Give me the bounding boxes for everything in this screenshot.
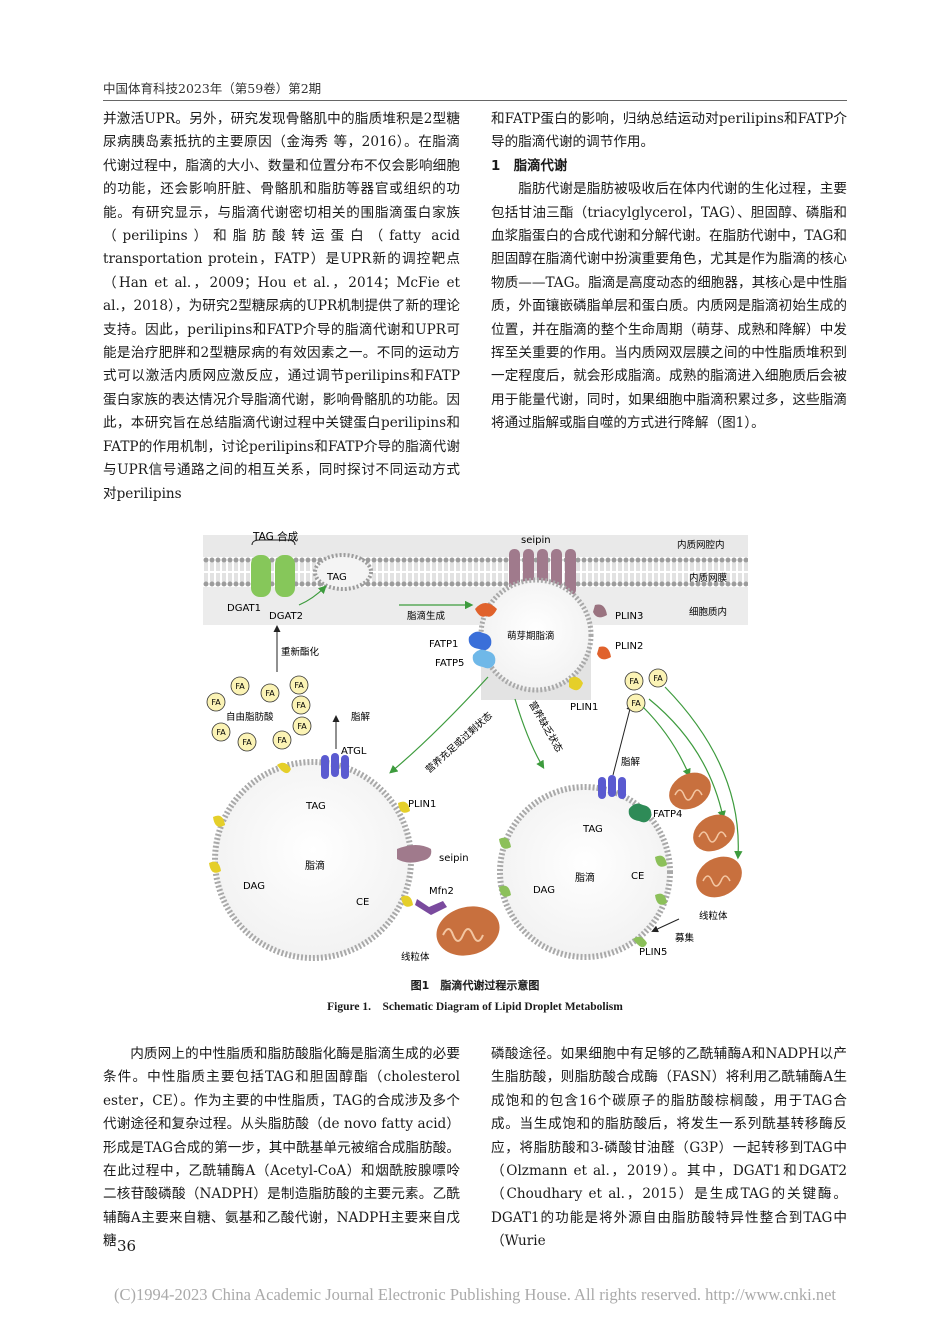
svg-text:Mfn2: Mfn2 — [429, 886, 454, 897]
svg-text:DGAT2: DGAT2 — [269, 611, 303, 622]
svg-text:DGAT1: DGAT1 — [227, 603, 261, 614]
tag-lens — [313, 553, 373, 591]
left-column-top: 并激活UPR。另外，研究发现骨骼肌中的脂质堆积是2型糖尿病胰岛素抵抗的主要原因（… — [103, 108, 460, 506]
fa-label: FA — [294, 681, 304, 690]
header-rule — [103, 100, 847, 101]
svg-text:TAG: TAG — [582, 824, 603, 835]
atgl-icon — [598, 775, 626, 799]
figure-caption-cn: 图1 脂滴代谢过程示意图 — [410, 979, 540, 992]
fa-label: FA — [629, 677, 639, 686]
fatp4-icon — [628, 803, 652, 823]
svg-text:FATP4: FATP4 — [653, 809, 682, 820]
paragraph: 并激活UPR。另外，研究发现骨骼肌中的脂质堆积是2型糖尿病胰岛素抵抗的主要原因（… — [103, 111, 460, 502]
fa-molecule-icon — [206, 675, 312, 752]
er-lumen-region — [203, 535, 748, 557]
mitochondria-icon — [436, 906, 500, 956]
left-column-bottom: 内质网上的中性脂质和脂肪酸脂化酶是脂滴生成的必要条件。中性脂质主要包括TAG和胆… — [103, 1043, 460, 1254]
paragraph-continuation: 和FATP蛋白的影响，归纳总结运动对perilipins和FATP介导的脂滴代谢… — [491, 111, 847, 151]
svg-text:脂滴: 脂滴 — [305, 859, 325, 872]
page-number: 36 — [117, 1237, 137, 1255]
svg-text:FATP5: FATP5 — [435, 658, 464, 669]
svg-text:TAG: TAG — [326, 572, 347, 583]
plin1-icon — [569, 676, 583, 691]
seipin-icon — [397, 845, 432, 863]
fa-label: FA — [297, 722, 307, 731]
plin1-icon — [209, 762, 413, 907]
right-column-bottom: 磷酸途径。如果细胞中有足够的乙酰辅酶A和NADPH以产生脂肪酸，则脂肪酸合成酶（… — [491, 1043, 847, 1254]
lipid-droplet-large — [212, 759, 414, 961]
svg-text:seipin: seipin — [439, 853, 469, 864]
lipid-droplet-figure: TAG TAG 合成 DGAT1 DGAT2 内质网腔内 内质网膜 细胞质内 s… — [203, 530, 748, 963]
svg-text:脂滴生成: 脂滴生成 — [407, 610, 446, 622]
svg-text:内质网膜: 内质网膜 — [689, 572, 728, 584]
fa-label: FA — [265, 689, 275, 698]
svg-text:seipin: seipin — [521, 535, 551, 546]
cytoplasm-band — [203, 587, 748, 625]
svg-text:TAG 合成: TAG 合成 — [252, 530, 299, 543]
svg-text:线粒体: 线粒体 — [699, 910, 728, 922]
plin3-icon — [593, 604, 607, 618]
fa-label: FA — [277, 736, 287, 745]
mitochondria-icon — [669, 772, 742, 898]
svg-text:脂解: 脂解 — [621, 756, 641, 768]
section-heading: 1 脂滴代谢 — [491, 158, 568, 174]
atgl-icon — [321, 753, 349, 779]
fa-label: FA — [235, 682, 245, 691]
fatp5-icon — [472, 649, 496, 669]
dgat-icon — [251, 555, 295, 597]
figure-caption-en: Figure 1. Schematic Diagram of Lipid Dro… — [327, 1001, 623, 1013]
fa-label: FA — [216, 728, 226, 737]
fatp1-icon — [468, 631, 492, 651]
svg-text:内质网腔内: 内质网腔内 — [677, 539, 725, 551]
fa-molecule-icon — [624, 668, 668, 713]
svg-text:FATP1: FATP1 — [429, 639, 458, 650]
svg-text:CE: CE — [631, 871, 644, 882]
svg-text:PLIN2: PLIN2 — [615, 641, 643, 652]
fa-label: FA — [631, 699, 641, 708]
copyright-footer: (C)1994-2023 China Academic Journal Elec… — [113, 1285, 837, 1304]
svg-text:CE: CE — [356, 897, 369, 908]
svg-text:PLIN3: PLIN3 — [615, 611, 643, 622]
svg-text:线粒体: 线粒体 — [401, 951, 430, 963]
plin2-icon — [597, 646, 611, 660]
svg-text:PLIN1: PLIN1 — [408, 799, 436, 810]
fa-label: FA — [653, 674, 663, 683]
svg-text:TAG: TAG — [305, 801, 326, 812]
svg-text:重新酯化: 重新酯化 — [281, 646, 320, 658]
svg-text:营养充足或过剩状态: 营养充足或过剩状态 — [423, 709, 495, 775]
svg-text:募集: 募集 — [675, 932, 695, 944]
svg-text:PLIN1: PLIN1 — [570, 702, 598, 713]
svg-text:DAG: DAG — [243, 881, 265, 892]
svg-text:萌芽期脂滴: 萌芽期脂滴 — [507, 630, 555, 642]
paragraph: 脂肪代谢是脂肪被吸收后在体内代谢的生化过程，主要包括甘油三酯（triacylgl… — [491, 181, 847, 432]
svg-text:ATGL: ATGL — [341, 746, 367, 757]
svg-text:PLIN5: PLIN5 — [639, 947, 667, 958]
plin-protein-icon — [475, 603, 497, 617]
svg-text:脂滴: 脂滴 — [575, 871, 595, 884]
lipid-droplet-small — [497, 784, 673, 960]
paragraph: 磷酸途径。如果细胞中有足够的乙酰辅酶A和NADPH以产生脂肪酸，则脂肪酸合成酶（… — [491, 1046, 847, 1250]
svg-text:细胞质内: 细胞质内 — [689, 606, 727, 618]
paragraph: 内质网上的中性脂质和脂肪酸脂化酶是脂滴生成的必要条件。中性脂质主要包括TAG和胆… — [103, 1046, 460, 1250]
fa-label: FA — [242, 738, 252, 747]
plin5-icon — [499, 837, 667, 948]
svg-text:DAG: DAG — [533, 885, 555, 896]
svg-text:脂解: 脂解 — [351, 711, 371, 723]
right-column-top: 和FATP蛋白的影响，归纳总结运动对perilipins和FATP介导的脂滴代谢… — [491, 108, 847, 436]
fa-label: FA — [296, 701, 306, 710]
mfn2-icon — [415, 899, 447, 915]
fa-label: FA — [211, 698, 221, 707]
svg-text:自由脂肪酸: 自由脂肪酸 — [226, 711, 274, 723]
running-header: 中国体育科技2023年（第59卷）第2期 — [103, 81, 322, 96]
